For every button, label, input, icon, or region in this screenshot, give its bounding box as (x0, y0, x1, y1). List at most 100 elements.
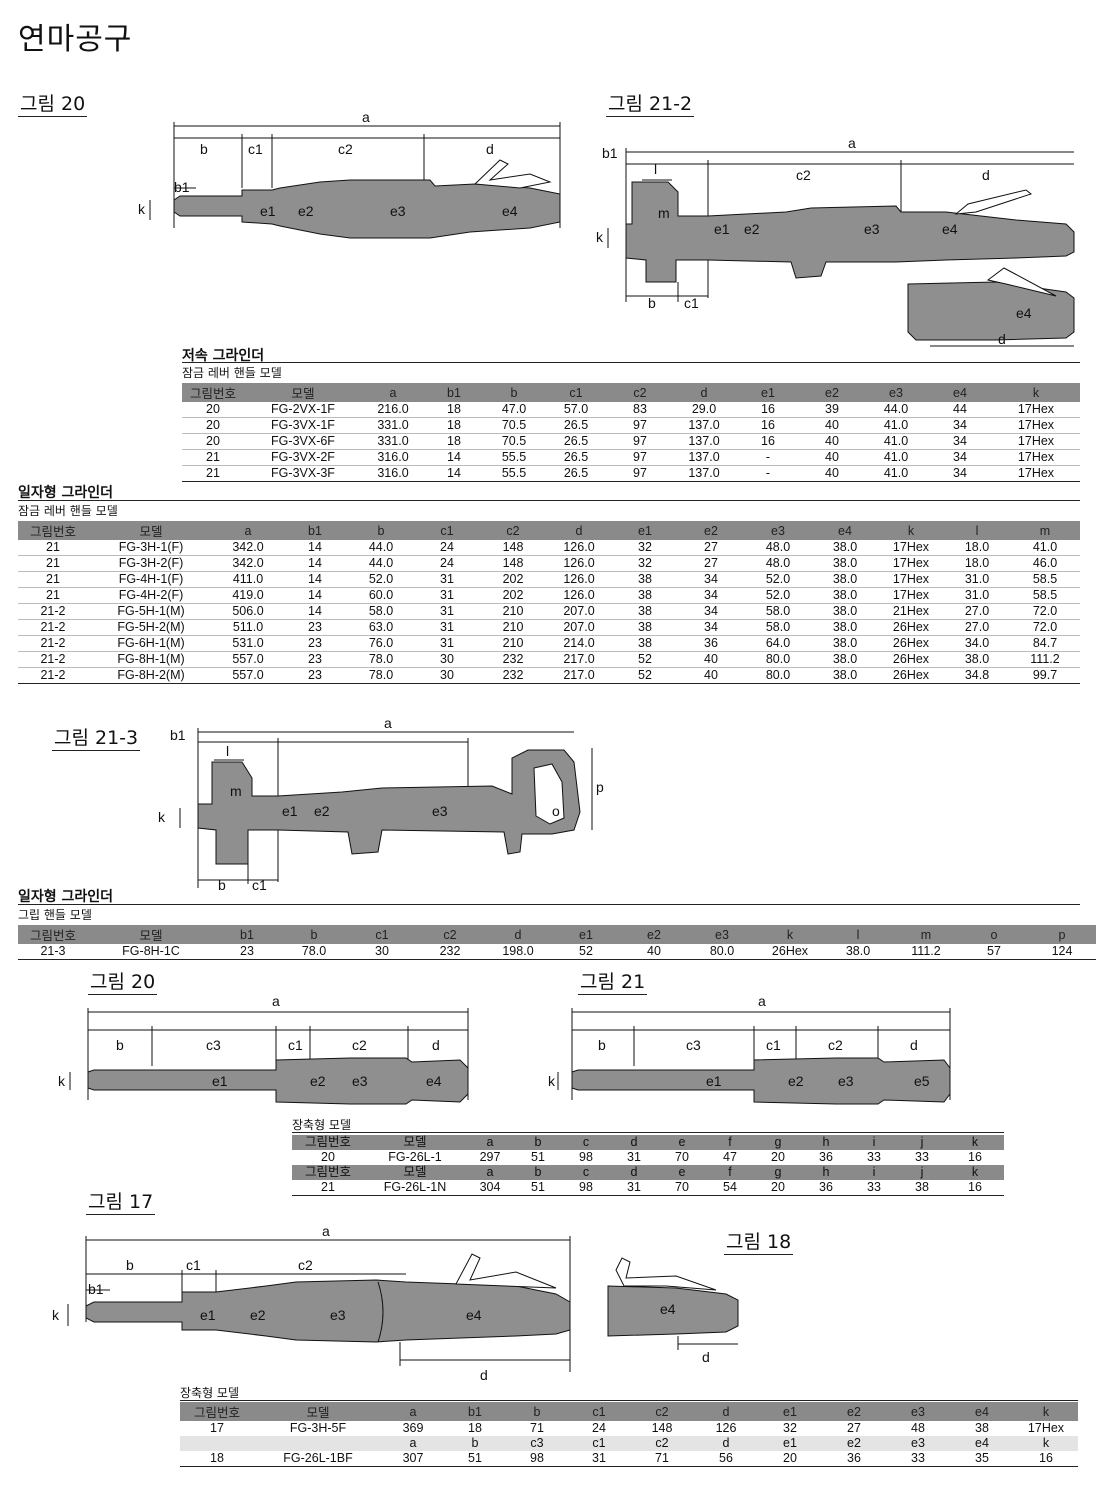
table-cell: 71 (530, 1421, 544, 1435)
table-cell: k (946, 1135, 1004, 1150)
table5-rule (180, 1400, 1078, 1401)
dim-c1-label: c1 (766, 1037, 781, 1053)
dim-e5-label: e5 (914, 1073, 930, 1089)
table-cell: 38 (612, 635, 678, 652)
table-cell: 21 (18, 555, 88, 572)
table-cell: e1 (758, 1436, 822, 1451)
table-cell: 17Hex (992, 465, 1080, 482)
table1-rule (182, 362, 1080, 363)
table-cell: 51 (444, 1451, 506, 1467)
table-cell: a (214, 521, 282, 540)
table-cell: FG-4H-1(F) (88, 571, 214, 588)
table-cell: c2 (416, 925, 484, 944)
table-cell: 20 (754, 1180, 802, 1196)
table-cell: 44 (953, 402, 967, 416)
table-cell: a (382, 1436, 444, 1451)
table-cell: 331.0 (362, 417, 424, 434)
table-cell: h (802, 1165, 850, 1180)
table-cell: 137.0 (672, 449, 736, 466)
table-cell: 137.0 (672, 417, 736, 434)
table-cell: 17Hex (892, 540, 930, 554)
table-cell: k (756, 925, 824, 944)
table-cell: d (610, 1165, 658, 1180)
diagram-figure-18: e4 d (607, 1257, 739, 1365)
dim-c1-label: c1 (288, 1037, 303, 1053)
table-cell: 21-3 (18, 944, 88, 960)
dim-e3-label: e3 (864, 221, 880, 237)
table-cell: FG-3VX-2F (244, 449, 362, 466)
table-cell: FG-8H-1C (88, 944, 214, 960)
table-cell: 17Hex (878, 555, 944, 572)
figure-label-21: 그림 21 (578, 971, 648, 995)
table-cell: m (1010, 521, 1080, 540)
table-cell: 78.0 (348, 667, 414, 684)
table-cell: o (960, 925, 1028, 944)
table-cell: b1 (424, 383, 484, 402)
table-cell: 41.0 (864, 449, 928, 466)
table4-rule (292, 1132, 1004, 1133)
table-cell: 207.0 (546, 603, 612, 620)
table-cell: FG-2VX-1F (271, 402, 335, 416)
table-cell: 21 (292, 1180, 364, 1196)
table-cell: 32 (783, 1421, 797, 1435)
table-cell: 26Hex (878, 635, 944, 652)
table-cell: 232 (480, 667, 546, 684)
table1-title: 저속 그라인더 (182, 348, 265, 364)
table-cell: b (514, 1165, 562, 1180)
table-cell: 34 (678, 587, 744, 604)
table-cell: 342.0 (214, 555, 282, 572)
table-cell: 52.0 (348, 571, 414, 588)
table-cell: 36 (819, 1150, 833, 1164)
dim-k-label: k (58, 1073, 66, 1089)
table-cell: 304 (466, 1180, 514, 1196)
table-cell: 217.0 (546, 651, 612, 668)
table3-title: 일자형 그라인더 (18, 889, 114, 905)
table5-subtitle: 장축형 모델 (180, 1386, 240, 1400)
table-cell: 210 (480, 635, 546, 652)
table-cell: 48 (911, 1421, 925, 1435)
dim-c2-label: c2 (352, 1037, 367, 1053)
table-cell: j (898, 1135, 946, 1150)
table-cell: 38 (612, 603, 678, 620)
dim-d-label: d (486, 141, 494, 157)
dim-c3-label: c3 (686, 1037, 701, 1053)
figure-label-18: 그림 18 (724, 1231, 794, 1255)
table-cell: 27.0 (944, 603, 1010, 620)
table-cell: e4 (812, 521, 878, 540)
dim-c1-label: c1 (684, 295, 699, 311)
table-cell: 557.0 (214, 667, 282, 684)
table-cell: e1 (758, 1402, 822, 1421)
dim-e2-label: e2 (310, 1073, 326, 1089)
table-cell: 20 (206, 402, 220, 416)
dim-k-label: k (158, 809, 166, 825)
table-cell: 그림번호 (292, 1165, 364, 1180)
dim-e1-label: e1 (706, 1073, 722, 1089)
table-cell: 316.0 (362, 465, 424, 482)
table3-rule (18, 904, 1080, 905)
table-cell: 80.0 (744, 651, 812, 668)
table-cell: 26.5 (544, 433, 608, 450)
dim-e3-label: e3 (390, 203, 406, 219)
dim-e1-label: e1 (200, 1307, 216, 1323)
table-cell: FG-5H-1(M) (88, 603, 214, 620)
table-cell: 60.0 (348, 587, 414, 604)
table-cell: 210 (480, 619, 546, 636)
dim-l-label: l (654, 161, 657, 177)
table-cell: 58.5 (1010, 571, 1080, 588)
table-cell: 126.0 (563, 540, 595, 554)
table-cell: 40 (800, 465, 864, 482)
table-cell: FG-26L-1 (388, 1150, 442, 1164)
table-cell: e4 (928, 383, 992, 402)
table-cell: 316.0 (362, 449, 424, 466)
table-cell: 40 (678, 667, 744, 684)
table-cell: 98 (506, 1451, 568, 1467)
dim-d-label: d (432, 1037, 440, 1053)
dim-e4-label: e4 (660, 1301, 676, 1317)
table-cell: 52.0 (744, 571, 812, 588)
table-cell: 419.0 (214, 587, 282, 604)
table-cell: 38.0 (812, 667, 878, 684)
dim-c1-label: c1 (186, 1257, 201, 1273)
